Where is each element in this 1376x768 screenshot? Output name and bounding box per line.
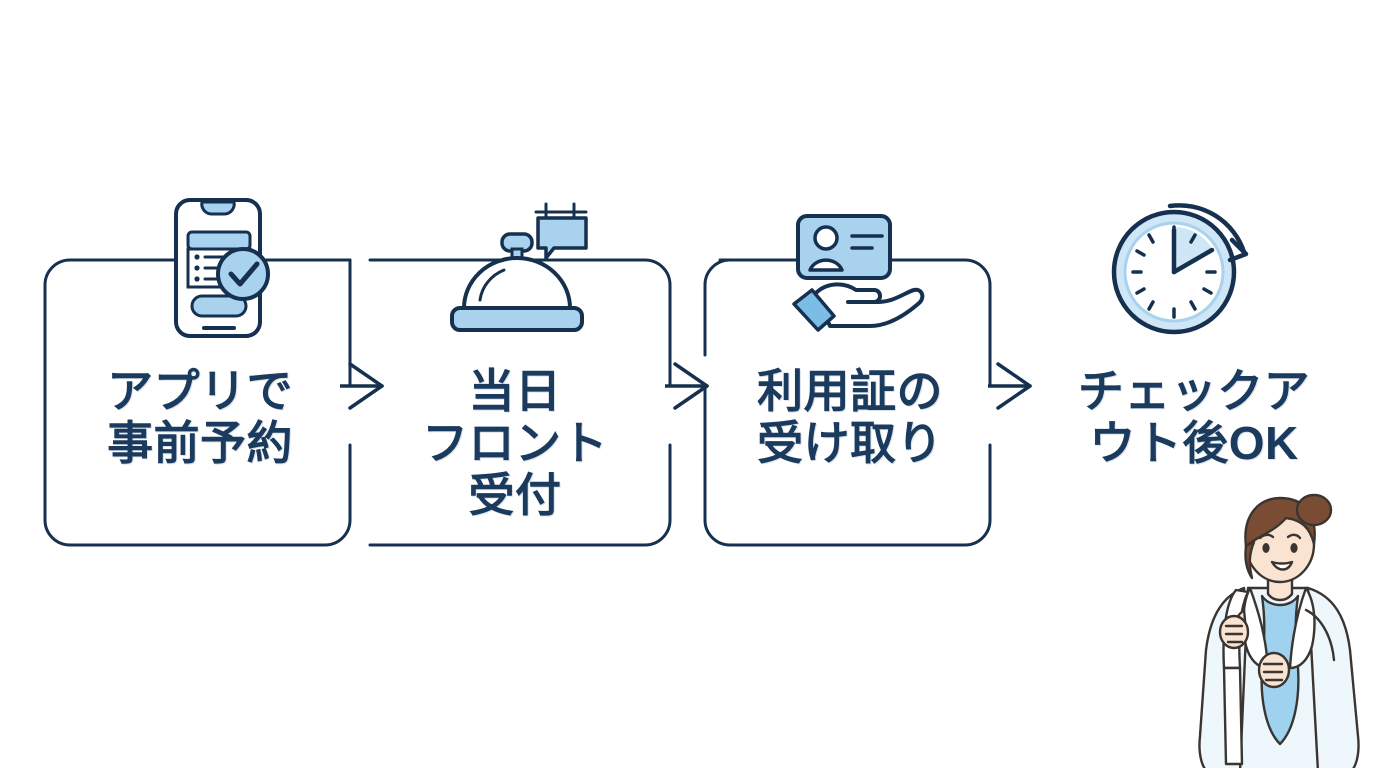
step-4-label: チェックア ウト後OK: [1077, 365, 1311, 469]
reception-bell-sign-icon: [450, 202, 588, 332]
step-2-icon: [450, 202, 588, 332]
step-2-frame: [368, 258, 672, 547]
smartphone-checklist-check-icon: [174, 198, 270, 338]
step-3-frame: [703, 258, 992, 547]
connector-arrow-3: [988, 362, 1032, 410]
step-3-label: 利用証の 受け取り: [757, 365, 943, 469]
clock-rotate-icon: [1111, 203, 1249, 335]
step-3-icon: [792, 214, 925, 332]
step-4-icon: [1111, 203, 1249, 335]
connector-arrow-1: [340, 362, 384, 410]
woman-in-bathrobe-illustration: [1198, 493, 1360, 768]
connector-arrow-2: [665, 362, 709, 410]
step-1-icon: [174, 198, 270, 338]
id-card-on-hand-icon: [792, 214, 925, 332]
step-1-label: アプリで 事前予約: [107, 365, 293, 469]
step-2-label: 当日 フロント 受付: [422, 365, 608, 521]
